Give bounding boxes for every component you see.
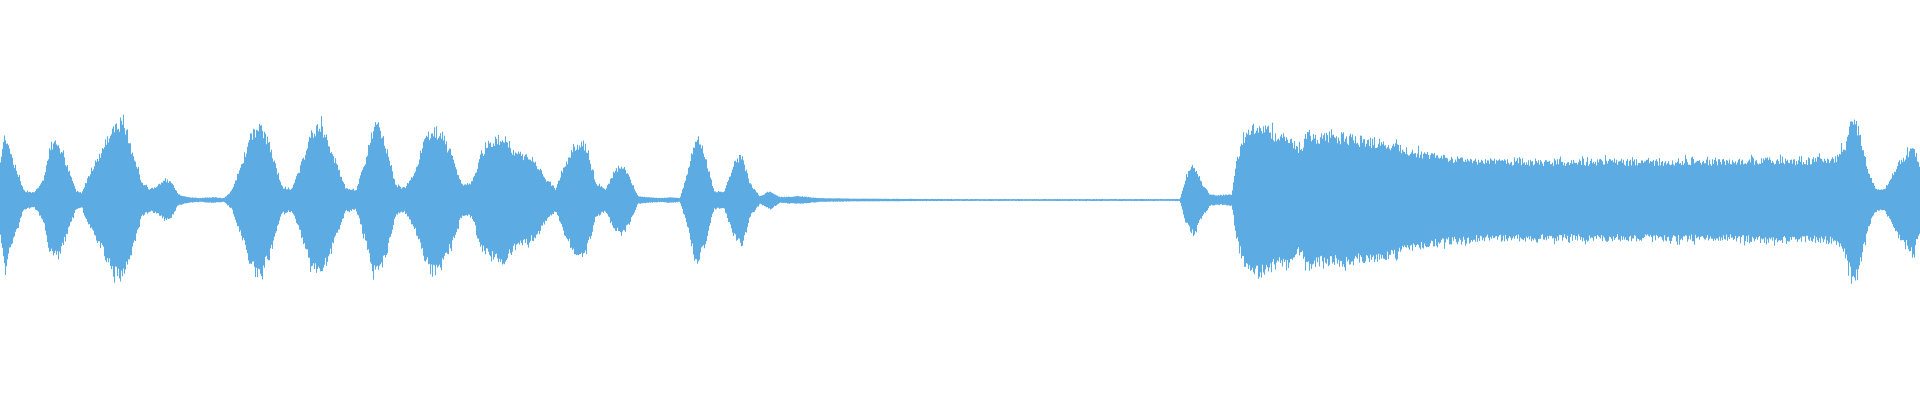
waveform-bars (0, 114, 1920, 284)
waveform-path (0, 114, 1920, 284)
